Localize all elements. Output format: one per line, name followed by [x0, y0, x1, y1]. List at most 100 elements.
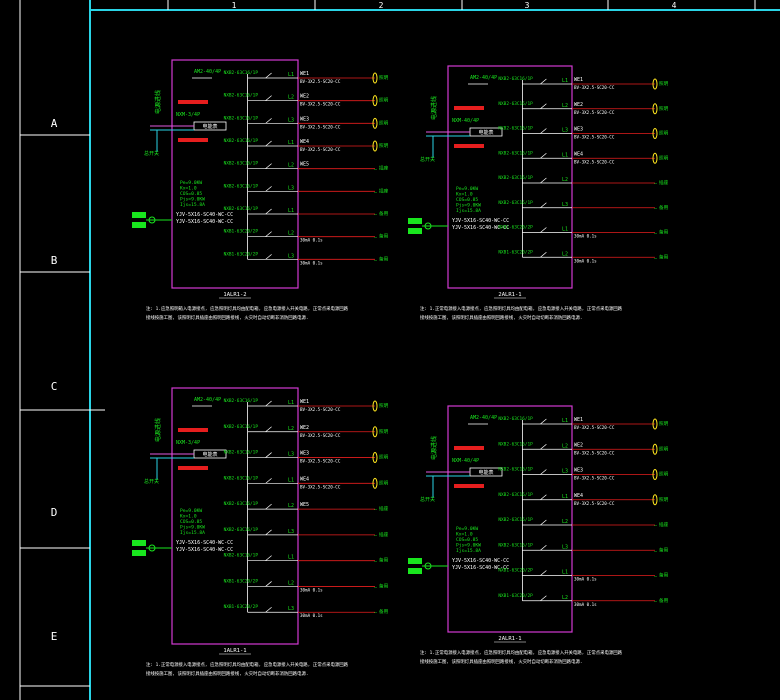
circuit-code: WE5	[300, 502, 309, 508]
circuit-spec: BV-3X2.5-SC20-CC	[574, 85, 615, 90]
circuit-breaker-label: NXB2-63C16/1P	[498, 200, 533, 206]
circuit-target: 备用	[659, 572, 669, 579]
load-param: Pjs=9.0KW	[456, 203, 481, 209]
phase-label: L3	[288, 253, 294, 259]
breaker-contact	[540, 152, 547, 159]
circuit-spec: BV-3X2.5-SC20-CC	[300, 407, 341, 412]
breaker-contact	[540, 544, 547, 551]
circuit-target: 照明	[379, 75, 389, 81]
panel-name: 2ALR1-1	[498, 292, 521, 298]
breaker-contact	[540, 177, 547, 184]
load-param: Ijs=15.8A	[180, 202, 205, 208]
note-line: 接线按施工图, 该照明灯具插座由照明回路接线, 火灾时自动切断非消防回路电源.	[146, 670, 309, 677]
feeder-cable-label: YJV-5X16-SC40-WC-CC	[176, 547, 233, 553]
circuit-spec: BV-3X2.5-SC20-CC	[574, 110, 615, 115]
circuit-target: 照明	[659, 446, 669, 452]
breaker-contact	[265, 503, 272, 510]
circuit-target: 插座	[659, 179, 669, 186]
circuit-breaker-label: NXB1-63C20/2P	[498, 249, 533, 255]
phase-label: L2	[562, 103, 568, 109]
phase-label: L1	[562, 418, 568, 424]
circuit-spec: 30mA 0.1s	[300, 238, 323, 243]
left-caption: 总开关	[144, 478, 159, 485]
note-line: 接线按施工图, 该照明灯具插座由照明回路接线, 火灾时自动切断非消防回路电源.	[420, 314, 583, 321]
phase-label: L3	[562, 128, 568, 134]
circuit-target: 照明	[659, 497, 669, 503]
load-param: Ijs=15.8A	[180, 530, 205, 536]
circuit-breaker-label: NXB2-63C16/1P	[498, 517, 533, 523]
panel-br: 电源进线AM2-40/4PNXM-40/4P电能表总开关YJV-5X16-SC4…	[408, 405, 669, 665]
circuit-target: —	[374, 507, 378, 513]
end-fixture-icon	[372, 95, 378, 107]
load-param: Pe=9.0KW	[456, 186, 478, 192]
circuit-breaker-label: NXB2-63C16/1P	[224, 115, 259, 121]
end-fixture-icon	[372, 477, 378, 489]
main-breaker-label: NXM-3/4P	[176, 112, 200, 118]
load-param: COS=0.85	[180, 519, 202, 525]
ground-symbol	[132, 550, 146, 556]
circuit-breaker-label: NXB2-63C16/1P	[224, 161, 259, 167]
circuit-breaker-label: NXB2-63C16/1P	[224, 475, 259, 481]
note-line: 接线按施工图, 该照明灯具插座由照明回路接线, 火灾时自动切断非消防回路电源.	[146, 314, 309, 321]
note-line: 注: 1.正常电源接入电源接点, 应急照明灯具均由配电箱, 应急电源接入开关电路…	[420, 305, 623, 312]
circuit-target: 照明	[379, 480, 389, 486]
red-marker	[454, 106, 484, 110]
load-param: Pjs=9.0KW	[456, 543, 481, 549]
circuit-breaker-label: NXB2-63C16/1P	[224, 183, 259, 189]
main-breaker-label: NXM-40/4P	[452, 118, 479, 124]
ground-symbol	[408, 558, 422, 564]
feeder-cable-label: YJV-5X16-SC40-WC-CC	[452, 558, 509, 564]
end-fixture-icon	[652, 418, 658, 430]
circuit-spec: 30mA 0.1s	[574, 258, 597, 263]
circuit-target: 照明	[379, 98, 389, 104]
breaker-contact	[540, 251, 547, 258]
breaker-contact	[540, 128, 547, 134]
circuit-target: 插座	[379, 531, 389, 538]
circuit-spec: 30mA 0.1s	[300, 587, 323, 592]
load-param: Kx=1.0	[456, 192, 473, 198]
breaker-contact	[265, 72, 272, 79]
top-breaker-label: AM2-40/4P	[470, 415, 497, 421]
circuit-code: WE1	[300, 71, 309, 77]
panel-name: 1ALR1-1	[223, 648, 246, 654]
breaker-contact	[265, 163, 272, 169]
circuit-code: WE2	[300, 425, 309, 431]
circuit-target: —	[374, 610, 378, 616]
red-marker	[178, 466, 208, 470]
title-frame: 1 2 3 4 A B C D E	[19, 0, 780, 700]
end-fixture-icon	[652, 443, 658, 455]
circuit-breaker-label: NXB2-63C16/1P	[224, 501, 259, 507]
load-param: Kx=1.0	[180, 514, 197, 520]
circuit-target: —	[654, 523, 658, 529]
panel-tr: 电源进线AM2-40/4PNXM-40/4P电能表总开关YJV-5X16-SC4…	[408, 65, 669, 321]
breaker-contact	[265, 452, 272, 458]
circuit-target: 照明	[379, 429, 389, 435]
load-param: Kx=1.0	[180, 186, 197, 192]
circuit-target: 照明	[659, 155, 669, 161]
ground-node	[424, 222, 432, 230]
ground-symbol	[132, 540, 146, 546]
circuit-breaker-label: NXB1-63C20/2P	[224, 604, 259, 610]
end-fixture-icon	[372, 117, 378, 129]
circuit-target: 照明	[379, 455, 389, 461]
circuit-code: WE2	[574, 442, 583, 448]
distribution-panels: 电源进线AM2-40/4PNXM-3/4P电能表总开关YJV-5X16-SC40…	[132, 59, 669, 677]
circuit-breaker-label: NXB1-63C20/2P	[224, 251, 259, 257]
circuit-target: —	[374, 189, 378, 195]
meter-label: 电能表	[202, 123, 217, 130]
circuit-breaker-label: NXB1-63C20/2P	[498, 225, 533, 231]
breaker-contact	[540, 443, 547, 450]
circuit-spec: BV-3X2.5-SC20-CC	[300, 147, 341, 152]
side-label: 电源进线	[430, 96, 438, 120]
circuit-target: —	[654, 231, 658, 237]
circuit-breaker-label: NXB1-63C20/2P	[224, 229, 259, 235]
breaker-contact	[540, 469, 547, 475]
circuit-target: 照明	[659, 131, 669, 137]
load-param: Kx=1.0	[456, 532, 473, 538]
note-line: 接线按施工图, 该照明灯具插座由照明回路接线, 火灾时自动切断非消防回路电源.	[420, 658, 583, 665]
ground-symbol	[132, 212, 146, 218]
circuit-breaker-label: NXB2-63C16/1P	[498, 492, 533, 498]
circuit-code: WE2	[300, 94, 309, 100]
meter-label: 电能表	[478, 129, 493, 136]
